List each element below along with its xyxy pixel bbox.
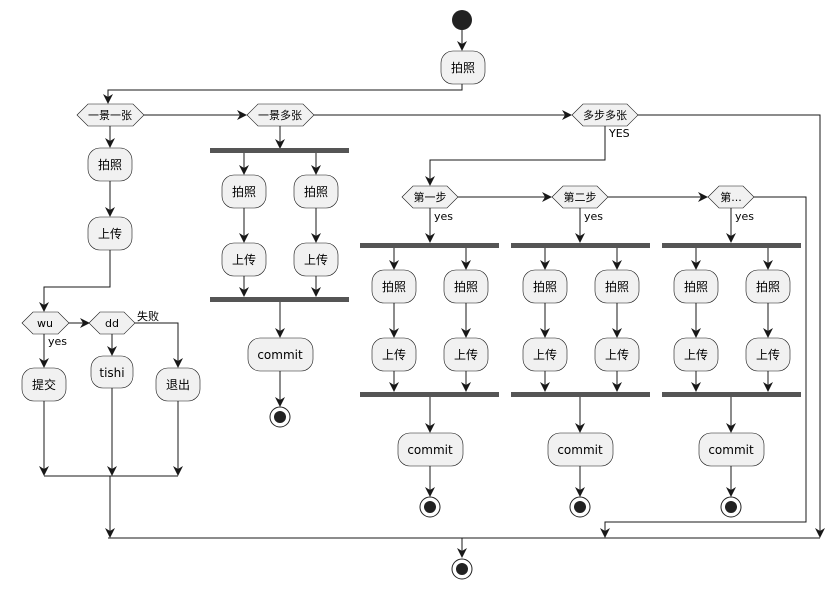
activity-label: commit — [257, 348, 303, 362]
activity-label: 拍照 — [684, 279, 708, 294]
activity-label: 上传 — [232, 252, 256, 267]
decision-label: wu — [37, 317, 53, 330]
fork-bar — [511, 243, 650, 248]
activity-label: 拍照 — [756, 279, 780, 294]
guard-yes: yes — [735, 210, 754, 223]
activity-label: 上传 — [756, 347, 780, 362]
activity-label: 拍照 — [605, 279, 629, 294]
activity-label: commit — [708, 443, 754, 457]
activity-label: 上传 — [454, 347, 478, 362]
guard-fail: 失败 — [137, 309, 159, 323]
activity-label: 拍照 — [454, 279, 478, 294]
guard-yes-upper: YES — [608, 127, 630, 140]
activity-label: tishi — [99, 366, 124, 380]
decision-label: dd — [105, 317, 119, 330]
activity-label: 拍照 — [533, 279, 557, 294]
activity-label: 退出 — [166, 378, 190, 392]
join-bar — [511, 392, 650, 397]
fork-bar — [210, 148, 349, 153]
activity-label: 拍照 — [98, 157, 122, 172]
join-bar — [210, 297, 349, 302]
activity-label: 上传 — [533, 347, 557, 362]
decision-label: 一景一张 — [88, 109, 132, 122]
activity-label: 拍照 — [232, 184, 256, 199]
activity-label: 上传 — [605, 347, 629, 362]
guard-yes: yes — [48, 335, 67, 348]
decision-label: 多步多张 — [583, 108, 627, 122]
activity-label: 上传 — [684, 347, 708, 362]
activity-label: 拍照 — [382, 279, 406, 294]
activity-label: 上传 — [98, 226, 122, 241]
activity-take-photo-top — [440, 50, 486, 85]
decision-label: 第二步 — [564, 190, 597, 204]
decision-label: 第... — [720, 190, 742, 204]
guard-yes: yes — [584, 210, 603, 223]
activity-label: 上传 — [382, 347, 406, 362]
activity-label: commit — [407, 443, 453, 457]
guard-yes: yes — [434, 210, 453, 223]
fork-bar — [360, 243, 499, 248]
join-bar — [360, 392, 499, 397]
activity-label: 提交 — [32, 377, 56, 392]
activity-label: 拍照 — [451, 60, 475, 75]
activity-label: 上传 — [304, 252, 328, 267]
decision-label: 第一步 — [414, 190, 447, 204]
activity-label: 拍照 — [304, 184, 328, 199]
start-node — [452, 10, 472, 30]
decision-label: 一景多张 — [258, 108, 302, 122]
activity-label: commit — [557, 443, 603, 457]
fork-bar — [662, 243, 801, 248]
join-bar — [662, 392, 801, 397]
